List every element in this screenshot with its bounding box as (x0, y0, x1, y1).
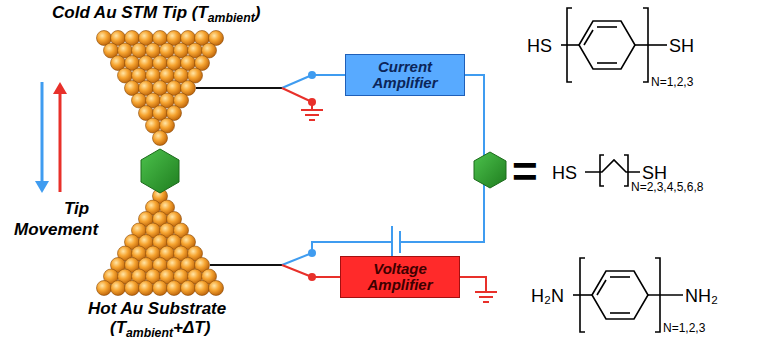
switch-arm (282, 88, 312, 102)
tip-title: Cold Au STM Tip (Tambient) (52, 3, 260, 26)
tip-down-arrow (41, 82, 44, 183)
gold-atoms (97, 31, 224, 296)
molecule-hexagon (141, 149, 179, 193)
wire (210, 264, 282, 266)
wire (460, 277, 486, 292)
tip-up-arrow (59, 92, 62, 192)
current-amplifier-box: Current Amplifier (345, 54, 465, 96)
label-text: SH (669, 36, 694, 56)
amine-group: H₂N (531, 287, 564, 305)
battery-symbol (399, 231, 401, 253)
wire (312, 276, 340, 278)
arrow-head (53, 82, 67, 94)
gold-atom (111, 281, 126, 296)
equals-sign: = (512, 150, 538, 194)
label-text: H₂N (531, 286, 564, 306)
label-text: Tip (64, 199, 89, 218)
gold-atom (97, 281, 112, 296)
switch-contact (308, 71, 316, 79)
thiol-group: SH (642, 164, 667, 182)
benzene-structure (573, 258, 683, 332)
arrow-head (35, 181, 49, 193)
wire (312, 74, 345, 76)
subscript: ambient (126, 326, 173, 340)
substrate-title: Hot Au Substrate (88, 299, 226, 319)
label-text: NH₂ (685, 286, 718, 306)
substrate-temperature: (Tambient+ΔT) (110, 318, 210, 341)
label-text: ) (255, 3, 261, 22)
box-label: Current Amplifier (352, 59, 458, 91)
switch-arm (282, 75, 312, 88)
gold-atom (153, 131, 168, 146)
label-text: N=1,2,3 (663, 321, 705, 335)
wire (196, 87, 282, 89)
movement-label: Tip (64, 199, 89, 219)
gold-atom (125, 281, 140, 296)
label-text: N=2,3,4,5,6,8 (631, 180, 703, 194)
gold-atom (139, 281, 154, 296)
amine-group: NH₂ (685, 287, 718, 305)
molecule-hexagon (474, 152, 506, 188)
label-text: HS (552, 163, 577, 183)
label-text: Movement (14, 220, 98, 239)
gold-atom (181, 281, 196, 296)
label-text: (T (110, 318, 126, 337)
repeat-count: N=1,2,3 (663, 322, 705, 334)
thiol-group: HS (552, 164, 577, 182)
wire (312, 242, 392, 253)
gold-atom (153, 281, 168, 296)
box-label: Voltage Amplifier (347, 261, 453, 293)
gold-atom (167, 281, 182, 296)
ground-symbol (475, 292, 497, 302)
ground-symbol (301, 110, 323, 120)
gold-atom (195, 281, 210, 296)
switch-arm (282, 253, 312, 265)
switch-arm (282, 265, 312, 277)
label-text: Cold Au STM Tip (T (52, 3, 208, 22)
benzene-structure (561, 8, 667, 82)
switch-contact (308, 249, 316, 257)
label-text: +ΔT) (173, 318, 210, 337)
wire (400, 75, 484, 242)
movement-label: Movement (14, 220, 98, 240)
voltage-amplifier-box: Voltage Amplifier (340, 256, 460, 298)
label-text: N=1,2,3 (651, 75, 693, 89)
label-text: = (512, 147, 538, 196)
wire (311, 102, 313, 110)
thiol-group: HS (527, 37, 552, 55)
thiol-group: SH (669, 37, 694, 55)
gold-atom (209, 281, 224, 296)
repeat-count: N=2,3,4,5,6,8 (631, 181, 703, 193)
label-text: HS (527, 36, 552, 56)
subscript: ambient (208, 11, 255, 25)
repeat-count: N=1,2,3 (651, 76, 693, 88)
label-text: Hot Au Substrate (88, 299, 226, 318)
